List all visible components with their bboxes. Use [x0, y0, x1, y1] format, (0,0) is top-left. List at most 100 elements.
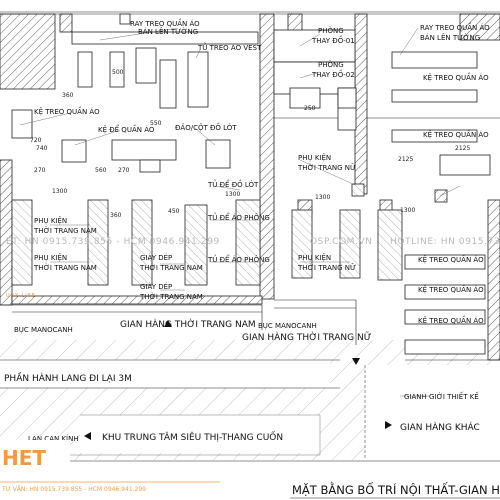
label-acc-men-2b: THỜI TRANG NAM: [33, 263, 97, 272]
women-cabinet-3[interactable]: [377, 209, 403, 281]
label-fitting-1a: PHÒNG: [318, 26, 344, 35]
label-r-shelf-2: KỆ TREO QUẦN ÁO: [423, 129, 489, 139]
label-acc-men-2a: PHỤ KIỆN: [34, 253, 67, 262]
dim-14: 550: [150, 120, 162, 127]
wall-left: [0, 159, 13, 306]
watermark-site: OSP.COM.VN: [310, 237, 373, 247]
dim-8: 270: [34, 167, 46, 174]
label-vest: TỦ TREO ÁO VEST: [197, 42, 262, 52]
arrow-up-icon: [164, 320, 172, 327]
hang-shelf-l2[interactable]: [61, 139, 87, 163]
underwear-island[interactable]: [205, 139, 231, 169]
fold-shelf[interactable]: [111, 139, 177, 161]
corridor-band: [0, 360, 330, 388]
dim-6: 450: [168, 208, 180, 215]
label-shoes-2a: GIÀY DÉP: [140, 282, 172, 291]
label-shirt-2: TỦ ĐỂ ÁO PHÔNG: [207, 254, 270, 264]
cabinet-b[interactable]: [87, 199, 109, 286]
label-acc-mid-a: PHỤ KIỆN: [298, 253, 331, 262]
rack-block-4[interactable]: [159, 59, 177, 109]
fitting-room-1[interactable]: [273, 29, 356, 63]
wall-top-mid: [59, 13, 73, 33]
women-cabinet-1[interactable]: [291, 209, 313, 279]
dim-4: 560: [95, 167, 107, 174]
label-shelf-hang: KỆ TREO QUẦN ÁO: [34, 106, 100, 116]
area-women: GIAN HÀNG THỜI TRANG NỮ: [242, 331, 372, 343]
area-center: KHU TRUNG TÂM SIÊU THỊ-THANG CUỐN: [102, 430, 283, 443]
arrow-down-icon: [352, 358, 360, 365]
right-rack-4[interactable]: [439, 154, 491, 176]
area-corridor: PHẦN HÀNH LANG ĐI LẠI 3M: [4, 371, 132, 384]
dim-2: 1300: [52, 188, 67, 195]
page-title: MẶT BẰNG BỐ TRÍ NỘI THẤT-GIAN HÀN: [292, 481, 500, 497]
label-r-shelf-3: KỆ TREO QUẦN ÁO: [418, 254, 484, 264]
wall-rack-men[interactable]: [71, 31, 259, 45]
dim-1: 720: [30, 137, 42, 144]
dim-12: 1300: [315, 194, 330, 201]
rack-block-3[interactable]: [135, 47, 157, 84]
dim-16: 250: [304, 105, 316, 112]
hang-shelf-left[interactable]: [11, 109, 33, 139]
arrow-right-icon: [385, 421, 392, 429]
label-shoes-1b: THỜI TRANG NAM: [139, 263, 203, 272]
label-island: ĐẢO/CỘT ĐỒ LÓT: [175, 122, 237, 132]
wall-right-top: [459, 13, 500, 41]
label-r-shelf-1: KỆ TREO QUẦN ÁO: [423, 72, 489, 82]
center-zone: [80, 415, 320, 453]
brand-tagline: URY LIFE: [6, 293, 36, 299]
dim-9: 270: [118, 167, 130, 174]
dim-15: 740: [36, 145, 48, 152]
right-rack-8[interactable]: [404, 339, 486, 355]
label-fitting-1b: THAY ĐỒ-01: [311, 35, 355, 45]
label-acc-men-1a: PHỤ KIỆN: [34, 216, 67, 225]
mid-block[interactable]: [139, 159, 161, 173]
rack-block-2[interactable]: [109, 51, 125, 88]
right-rack-7[interactable]: [404, 309, 486, 325]
label-shirt-1: TỦ ĐỂ ÁO PHÔNG: [207, 212, 270, 222]
label-counter-2: BỤC MANOCANH: [258, 322, 317, 330]
label-boundary: GIANH GIỚI THIẾT KẾ: [404, 391, 479, 401]
right-rack-2[interactable]: [391, 89, 478, 103]
vest-cabinet[interactable]: [187, 51, 209, 108]
label-glass: LAN CAN KÍNH: [28, 434, 79, 443]
pillar-a: [337, 87, 357, 109]
label-counter-1: BỤC MANOCANH: [14, 326, 73, 334]
other-zone: [365, 365, 500, 460]
women-cabinet-2[interactable]: [339, 209, 361, 279]
label-shelf-fold: KỆ ĐỂ QUẦN ÁO: [98, 124, 155, 134]
label-fitting-2b: THAY ĐỒ-02: [311, 69, 355, 79]
dim-10: 2125: [398, 156, 413, 163]
dim-3: 1300: [225, 191, 240, 198]
label-fitting-2a: PHÒNG: [318, 60, 344, 69]
right-rack-3[interactable]: [391, 129, 478, 143]
label-acc-mid-b: THỜI TRANG NỮ: [297, 263, 356, 272]
area-men: GIAN HÀNG THỜI TRANG NAM: [120, 318, 256, 330]
wall-divider-2: [354, 13, 368, 195]
right-rack-6[interactable]: [404, 284, 486, 300]
brand-logo-block: [0, 440, 70, 468]
dim-11: 2125: [455, 145, 470, 152]
label-ray-wall: RAY TREO QUẦN ÁO: [130, 18, 200, 28]
label-ray-right-2: BÁN LÊN TƯỜNG: [420, 33, 480, 42]
label-ray-wall-2: BÁN LÊN TƯỜNG: [138, 27, 198, 36]
watermark-hotline: HOTLINE: HN 0915.73: [390, 237, 500, 247]
label-acc-women-b: THỜI TRANG NỮ: [297, 163, 356, 172]
wall-top-left: [0, 13, 56, 90]
cabinet-c[interactable]: [131, 199, 153, 286]
fitting-block[interactable]: [289, 87, 321, 109]
brand-contact: TƯ VẤN: HN 0915.739.855 - HCM 0946.941.2…: [1, 485, 146, 493]
dim-5: 360: [110, 212, 122, 219]
label-r-shelf-4: KỆ TREO QUẦN ÁO: [418, 284, 484, 294]
cabinet-e[interactable]: [235, 199, 261, 286]
rack-block-1[interactable]: [77, 51, 93, 88]
watermark-text: ET: HN 0915.739.855 - HCM 0946.941.299: [6, 237, 220, 247]
cabinet-a[interactable]: [11, 199, 33, 286]
label-ray-right: RAY TREO QUẦN ÁO: [420, 22, 490, 32]
right-rack-5[interactable]: [404, 254, 486, 270]
cabinet-d[interactable]: [184, 204, 208, 286]
right-rack-1[interactable]: [391, 51, 478, 69]
women-counter[interactable]: [351, 183, 365, 197]
label-shoes-1a: GIÀY DÉP: [140, 253, 172, 262]
label-shoes-2b: THỜI TRANG NAM: [139, 292, 203, 301]
